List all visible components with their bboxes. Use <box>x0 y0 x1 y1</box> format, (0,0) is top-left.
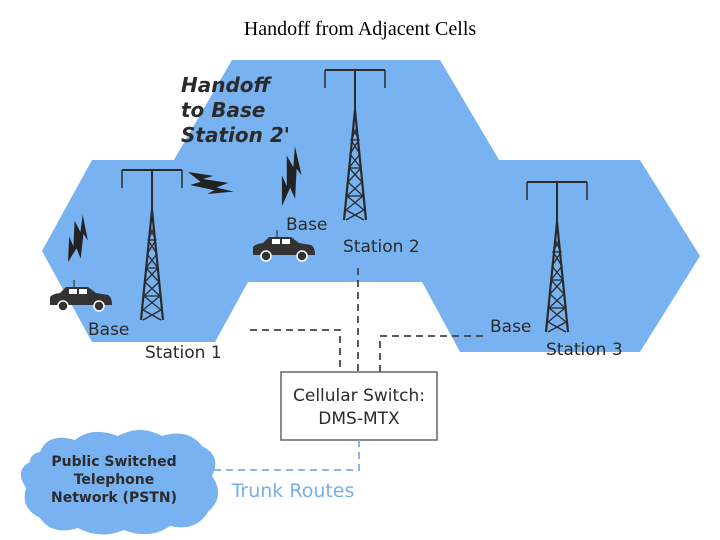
trunk-routes-label: Trunk Routes <box>231 480 355 502</box>
switch-links <box>250 268 488 372</box>
handoff-label-line3: Station 2' <box>181 123 290 147</box>
slide-title: Handoff from Adjacent Cells <box>243 18 477 40</box>
pstn-label-line3: Network (PSTN) <box>51 490 177 506</box>
cloud-icon <box>20 430 219 535</box>
bs2-label-line1: Base <box>286 215 327 235</box>
handoff-label-line1: Handoff <box>181 73 273 97</box>
trunk-route-line <box>212 440 360 471</box>
bs2-label-line2: Station 2 <box>343 237 420 257</box>
cell-base-station-2 <box>168 60 505 282</box>
pstn-label-line1: Public Switched <box>51 454 176 470</box>
pstn-label-line2: Telephone <box>74 472 155 488</box>
bs1-label-line1: Base <box>88 320 129 340</box>
switch-label-line2: DMS-MTX <box>318 409 400 429</box>
bs1-label-line2: Station 1 <box>145 343 222 363</box>
bs3-label-line2: Station 3 <box>546 340 623 360</box>
handoff-label-line2: to Base <box>181 98 265 122</box>
cellular-switch-box <box>280 371 438 441</box>
switch-label-line1: Cellular Switch: <box>293 386 425 406</box>
bs3-label-line1: Base <box>490 317 531 337</box>
